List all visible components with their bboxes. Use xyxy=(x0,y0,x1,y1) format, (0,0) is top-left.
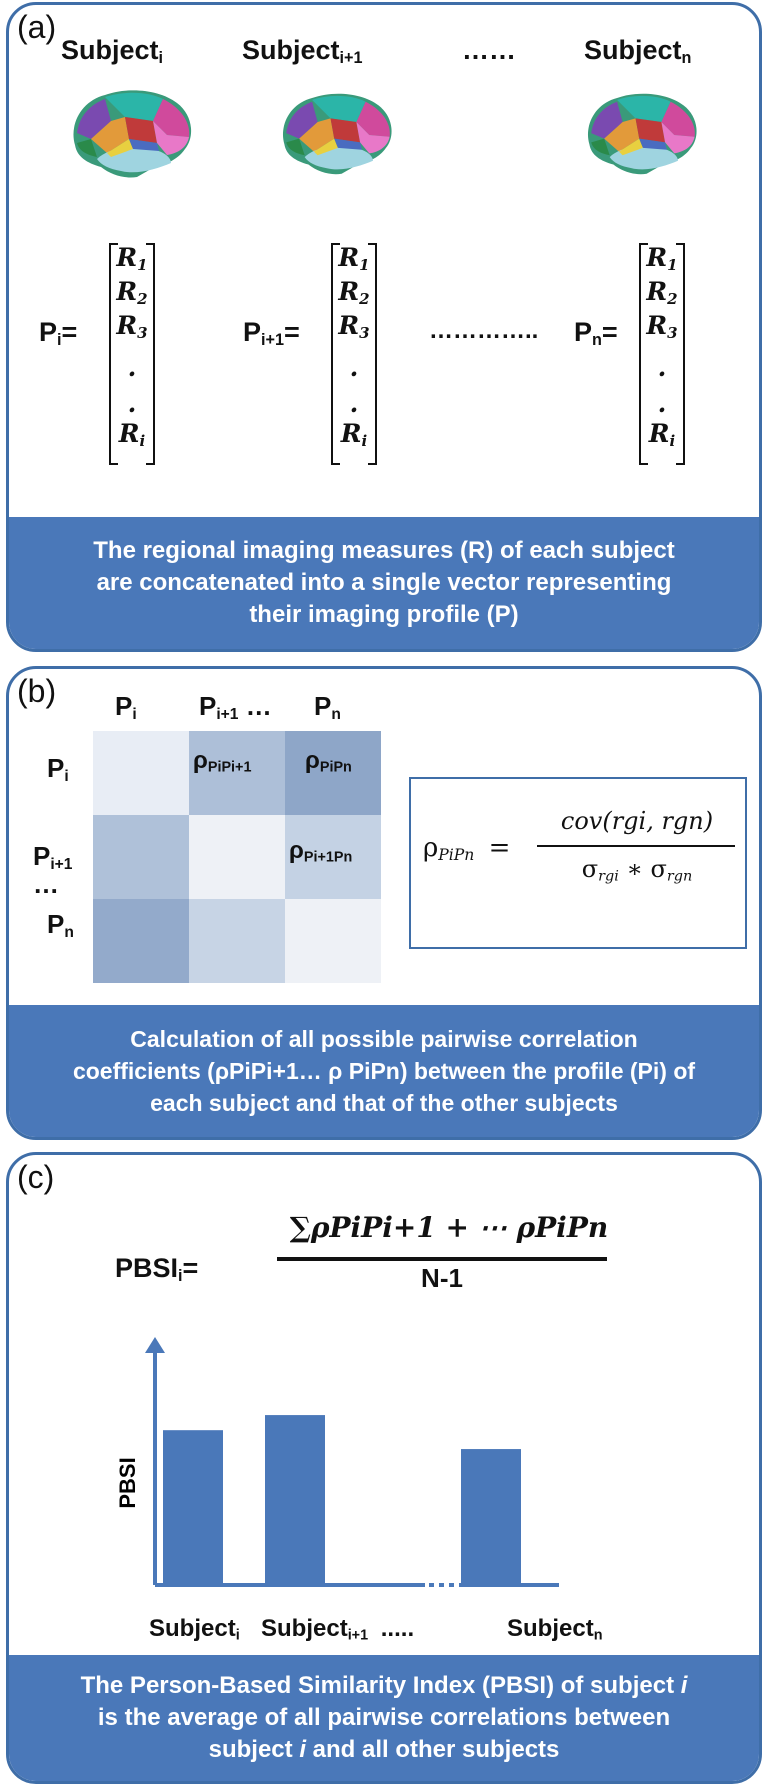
panel-a: (a) Subjecti Subjecti+1 …… Subjectn xyxy=(6,2,762,652)
matrix-cell xyxy=(93,731,189,815)
brain-parcellation-icon xyxy=(587,93,697,175)
panel-c: (c) PBSIi= ∑ρPiPi+1 + ⋯ ρPiPn N-1 PBSI S… xyxy=(6,1152,762,1784)
pbsi-denominator: N-1 xyxy=(421,1263,463,1293)
matrix-cell xyxy=(285,899,381,983)
caption-line: their imaging profile (P) xyxy=(249,601,519,628)
vector-element: . xyxy=(127,389,137,418)
x-tick-subject-i: Subjecti xyxy=(149,1615,240,1644)
subject-n-header: Subjectn xyxy=(584,35,692,68)
brain-parcellation-icon xyxy=(73,90,192,178)
panel-c-label: (c) xyxy=(17,1159,55,1195)
row-ellipsis: … xyxy=(33,869,59,899)
bar-subject-n xyxy=(461,1449,521,1585)
panel-b-label: (b) xyxy=(17,673,57,709)
vector-element: Ri xyxy=(648,419,676,450)
vector-i-label: Pi= xyxy=(39,317,78,350)
vector-element: . xyxy=(127,353,137,382)
correlation-matrix xyxy=(93,731,381,983)
rho-pi-pi1: ρPiPi+1 xyxy=(193,747,252,776)
vector-element: . xyxy=(657,389,667,418)
vector-element: Ri xyxy=(118,419,146,450)
caption-line: are concatenated into a single vector re… xyxy=(96,569,672,596)
col-header-i: Pi xyxy=(115,691,137,723)
vector-n-label: Pn= xyxy=(574,317,618,350)
vector-ellipsis: ………….. xyxy=(429,317,539,344)
caption-line: Calculation of all possible pairwise cor… xyxy=(130,1026,638,1052)
vector-element: R1 xyxy=(116,243,148,274)
brain-parcellation-icon xyxy=(282,93,392,175)
vector-element: R3 xyxy=(116,311,148,342)
row-header-i: Pi xyxy=(47,753,69,785)
caption-line: coefficients (ρPiPi+1… ρ PiPn) between t… xyxy=(72,1058,696,1084)
vector-element: R3 xyxy=(646,311,678,342)
y-axis-label: PBSI xyxy=(115,1457,140,1508)
col-header-i1: Pi+1 … xyxy=(199,691,272,723)
formula-lhs: ρPiPn = xyxy=(423,833,511,864)
x-tick-subject-n: Subjectn xyxy=(507,1615,603,1644)
caption-line: The Person-Based Similarity Index (PBSI)… xyxy=(80,1672,688,1699)
pbsi-lhs: PBSIi= xyxy=(115,1253,199,1286)
pbsi-bar-chart: PBSI xyxy=(115,1337,559,1587)
caption-line: each subject and that of the other subje… xyxy=(150,1090,618,1116)
caption-line: subject i and all other subjects xyxy=(208,1736,560,1763)
pbsi-numerator: ∑ρPiPi+1 + ⋯ ρPiPn xyxy=(289,1211,609,1244)
subject-i1-header: Subjecti+1 xyxy=(242,35,363,68)
bar-subject-i xyxy=(163,1430,223,1585)
bar-subject-i-1 xyxy=(265,1415,325,1585)
row-header-n: Pn xyxy=(47,909,74,941)
fraction-bar xyxy=(537,845,735,847)
pbsi-fraction-bar xyxy=(277,1257,607,1261)
vector-element: R2 xyxy=(116,277,148,308)
panel-a-label: (a) xyxy=(17,9,57,45)
caption-line: The regional imaging measures (R) of eac… xyxy=(93,537,675,564)
matrix-cell xyxy=(189,899,285,983)
matrix-cell xyxy=(93,899,189,983)
panel-b: (b) Pi Pi+1 … Pn Pi Pi+1 … Pn ρPiPi+1 ρP… xyxy=(6,666,762,1140)
matrix-cell xyxy=(285,731,381,815)
vector-element: . xyxy=(657,353,667,382)
matrix-cell xyxy=(189,731,285,815)
vector-element: R1 xyxy=(646,243,678,274)
bars-group xyxy=(163,1415,521,1585)
matrix-cell xyxy=(93,815,189,899)
col-header-n: Pn xyxy=(314,691,341,723)
vector-element: R3 xyxy=(338,311,370,342)
vector-element: R1 xyxy=(338,243,370,274)
formula-numerator: cov(rgi, rgn) xyxy=(560,807,714,835)
correlation-formula-box: ρPiPn = cov(rgi, rgn) σrgi ∗ σrgn xyxy=(409,777,747,949)
caption-line: is the average of all pairwise correlati… xyxy=(97,1704,671,1731)
top-ellipsis: …… xyxy=(462,35,516,65)
vector-element: . xyxy=(349,353,359,382)
vector-element: R2 xyxy=(646,277,678,308)
row-header-i1: Pi+1 xyxy=(33,841,73,873)
panel-a-caption: The regional imaging measures (R) of eac… xyxy=(9,517,759,649)
vector-element: Ri xyxy=(340,419,368,450)
panel-c-caption: The Person-Based Similarity Index (PBSI)… xyxy=(9,1655,759,1781)
subject-i-header: Subjecti xyxy=(61,35,164,68)
formula-denominator: σrgi ∗ σrgn xyxy=(581,855,693,885)
rho-pi1-pn: ρPi+1Pn xyxy=(289,837,353,866)
vector-element: R2 xyxy=(338,277,370,308)
y-axis-arrow-icon xyxy=(145,1337,165,1353)
rho-pi-pn: ρPiPn xyxy=(305,747,352,776)
x-tick-subject-i1: Subjecti+1 ..... xyxy=(261,1615,415,1644)
matrix-cell xyxy=(189,815,285,899)
panel-b-caption: Calculation of all possible pairwise cor… xyxy=(9,1005,759,1137)
vector-i1-label: Pi+1= xyxy=(243,317,300,350)
matrix-cell xyxy=(285,815,381,899)
vector-element: . xyxy=(349,389,359,418)
